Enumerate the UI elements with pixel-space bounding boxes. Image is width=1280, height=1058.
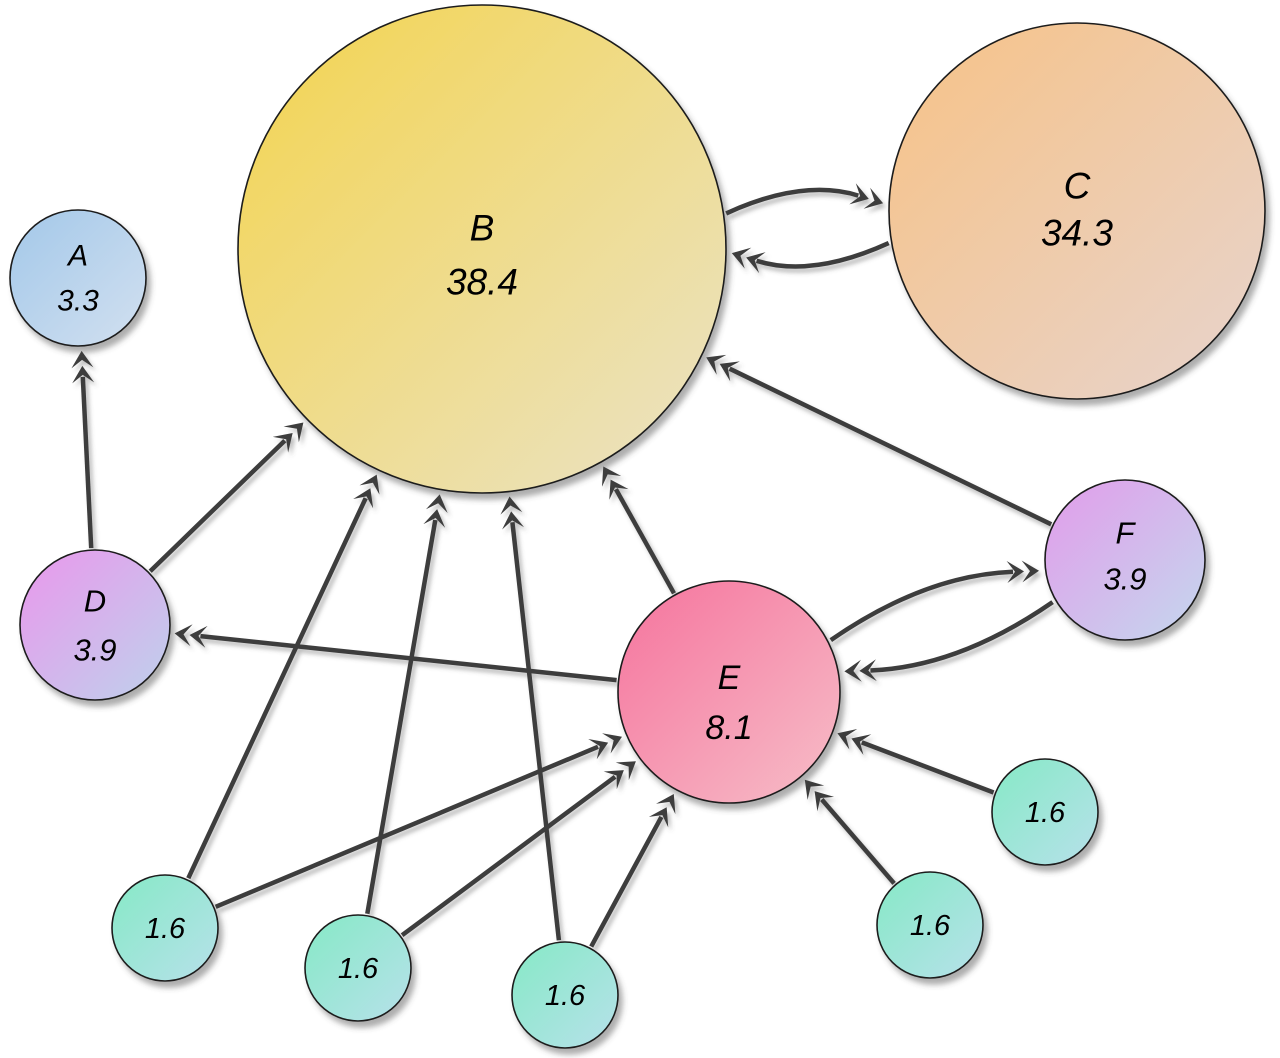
node-circle bbox=[511, 941, 619, 1049]
node-D: D 3.9 bbox=[19, 549, 171, 701]
node-circle bbox=[1044, 479, 1206, 641]
edge-E-B bbox=[601, 466, 676, 595]
node-F-value: 3.9 bbox=[1103, 562, 1146, 597]
node-F-label: F bbox=[1116, 516, 1137, 551]
double-arrowhead-icon bbox=[272, 422, 304, 453]
node-circle bbox=[19, 549, 171, 701]
edge-F-E bbox=[844, 600, 1054, 682]
node-B-value: 38.4 bbox=[446, 262, 518, 303]
node-circle bbox=[617, 580, 841, 804]
node-B: B 38.4 bbox=[237, 4, 727, 494]
node-1.6: 1.6 bbox=[511, 941, 619, 1049]
edge-H-B bbox=[365, 494, 448, 915]
node-C: C 34.3 bbox=[888, 22, 1266, 400]
node-C-label: C bbox=[1064, 166, 1091, 207]
double-arrowhead-icon bbox=[174, 624, 208, 648]
double-arrowhead-icon bbox=[353, 474, 380, 509]
node-H-value: 1.6 bbox=[338, 953, 379, 985]
node-1.6: 1.6 bbox=[991, 758, 1099, 866]
double-arrowhead-icon bbox=[849, 183, 884, 209]
node-E: E 8.1 bbox=[617, 580, 841, 804]
double-arrowhead-icon bbox=[500, 496, 524, 530]
node-1.6: 1.6 bbox=[304, 914, 412, 1022]
node-circle bbox=[304, 914, 412, 1022]
edge-B-C bbox=[725, 183, 884, 216]
double-arrowhead-icon bbox=[706, 354, 740, 382]
node-A-value: 3.3 bbox=[57, 285, 99, 318]
edge-I-B bbox=[500, 496, 562, 941]
double-arrowhead-icon bbox=[731, 247, 766, 274]
node-B-label: B bbox=[470, 208, 495, 249]
node-E-value: 8.1 bbox=[705, 709, 752, 747]
edges-layer bbox=[71, 183, 1054, 948]
edge-K-E bbox=[837, 728, 995, 795]
node-circle bbox=[237, 4, 727, 494]
double-arrowhead-icon bbox=[588, 733, 622, 760]
node-1.6: 1.6 bbox=[876, 871, 984, 979]
node-1.6: 1.6 bbox=[111, 874, 219, 982]
edge-G-E bbox=[214, 733, 622, 909]
node-circle bbox=[111, 874, 219, 982]
node-E-label: E bbox=[718, 659, 741, 697]
node-circle bbox=[876, 871, 984, 979]
edge-D-A bbox=[71, 350, 95, 549]
node-A-label: A bbox=[66, 240, 88, 273]
node-D-value: 3.9 bbox=[73, 633, 116, 668]
node-I-value: 1.6 bbox=[545, 980, 586, 1012]
node-A: A 3.3 bbox=[9, 209, 147, 347]
node-F: F 3.9 bbox=[1044, 479, 1206, 641]
edge-E-D bbox=[174, 624, 617, 683]
double-arrowhead-icon bbox=[648, 794, 676, 828]
node-J-value: 1.6 bbox=[910, 910, 951, 942]
node-circle bbox=[9, 209, 147, 347]
node-G-value: 1.6 bbox=[145, 913, 186, 945]
edge-C-B bbox=[731, 241, 890, 274]
double-arrowhead-icon bbox=[804, 779, 835, 812]
node-D-label: D bbox=[84, 584, 106, 619]
double-arrowhead-icon bbox=[603, 761, 636, 790]
node-C-value: 34.3 bbox=[1041, 213, 1113, 254]
node-circle bbox=[888, 22, 1266, 400]
node-K-value: 1.6 bbox=[1025, 797, 1066, 829]
double-arrowhead-icon bbox=[423, 494, 448, 528]
node-circle bbox=[991, 758, 1099, 866]
double-arrowhead-icon bbox=[844, 659, 877, 682]
double-arrowhead-icon bbox=[71, 350, 95, 384]
edge-I-E bbox=[589, 794, 676, 948]
nodes-layer: A 3.3 B 38.4 C 34.3D 3.9E 8.1 F 3.9 1.6 1.6 1.6 1.6 1.… bbox=[9, 4, 1266, 1049]
double-arrowhead-icon bbox=[837, 728, 872, 755]
edge-J-E bbox=[804, 779, 896, 885]
edge-G-B bbox=[186, 474, 380, 880]
edge-H-E bbox=[400, 761, 636, 938]
double-arrowhead-icon bbox=[601, 466, 629, 500]
edge-E-F bbox=[829, 560, 1039, 642]
double-arrowhead-icon bbox=[1006, 560, 1039, 584]
edge-F-B bbox=[706, 354, 1053, 527]
edge-D-B bbox=[148, 422, 304, 573]
